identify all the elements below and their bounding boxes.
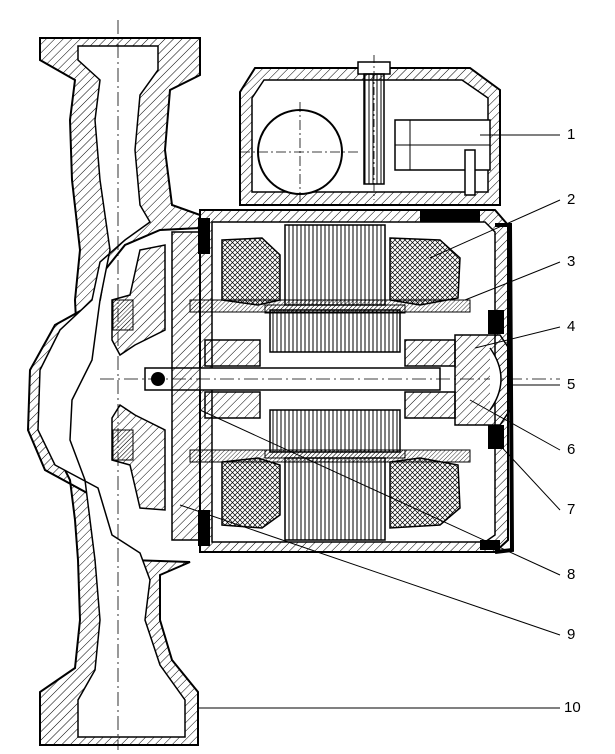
callout-1: 1 xyxy=(567,126,576,143)
callout-4: 4 xyxy=(567,318,576,335)
impeller xyxy=(111,244,166,511)
terminal-box xyxy=(239,55,501,206)
leader-lines xyxy=(179,134,561,709)
callout-2: 2 xyxy=(567,191,576,208)
callout-9: 9 xyxy=(567,626,576,643)
callout-3: 3 xyxy=(567,253,576,270)
leader-line-2 xyxy=(429,199,561,259)
bearing-plate xyxy=(171,218,210,546)
callout-8: 8 xyxy=(567,566,576,583)
leader-line-6 xyxy=(469,399,561,451)
leader-line-3 xyxy=(464,261,561,301)
stator-windings xyxy=(221,237,461,529)
callout-7: 7 xyxy=(567,501,576,518)
callout-10: 10 xyxy=(564,699,581,716)
end-cap xyxy=(454,310,511,449)
bearings xyxy=(204,339,456,419)
leader-line-8 xyxy=(199,409,561,576)
callout-5: 5 xyxy=(567,376,576,393)
leader-line-4 xyxy=(474,326,561,349)
leader-line-7 xyxy=(494,439,561,511)
rotor-can xyxy=(189,299,471,463)
leader-line-9 xyxy=(179,504,561,636)
callout-6: 6 xyxy=(567,441,576,458)
